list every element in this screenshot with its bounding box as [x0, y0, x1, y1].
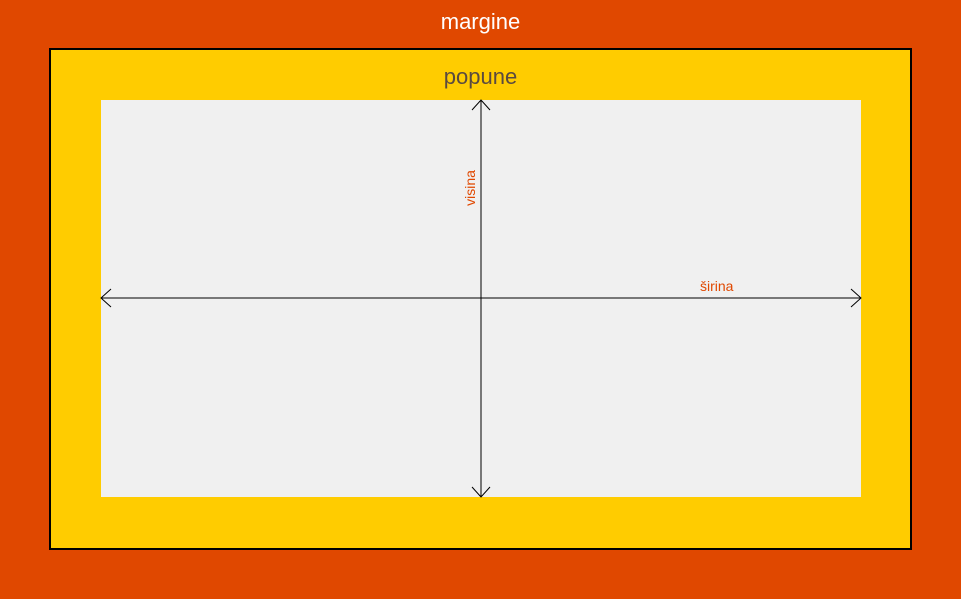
height-arrow-top-head — [471, 99, 491, 111]
border-box: popune širina visina — [49, 48, 912, 550]
height-arrow-bottom-head — [471, 486, 491, 498]
width-arrow-right-head — [850, 288, 862, 308]
dimension-arrows — [100, 99, 862, 498]
width-label: širina — [700, 278, 734, 294]
padding-label: popune — [443, 64, 518, 89]
margin-label: margine — [440, 9, 521, 34]
content-box: širina visina — [100, 99, 862, 498]
width-arrow-left-head — [100, 288, 112, 308]
height-label: visina — [462, 170, 478, 206]
